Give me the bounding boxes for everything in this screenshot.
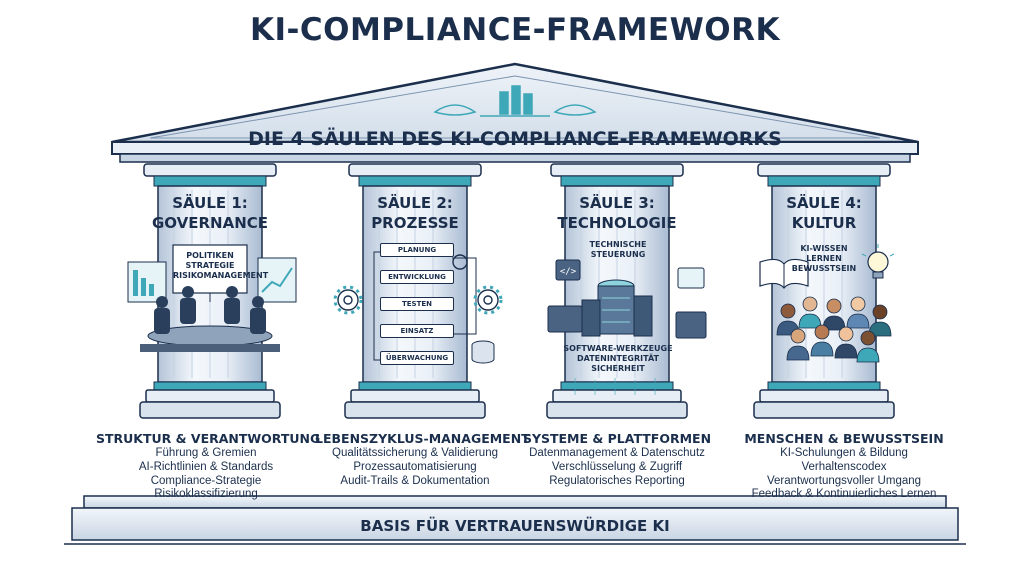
person-icon xyxy=(822,298,846,331)
chart-board-right-icon xyxy=(257,257,297,303)
pillar-4-heading-line1: SÄULE 4: xyxy=(786,194,862,212)
pediment-ornament-icon xyxy=(433,85,597,117)
board-line-1: POLITIKEN xyxy=(186,251,234,260)
pillar-2-heading: SÄULE 2: PROZESSE xyxy=(355,193,475,233)
pillar-4-column-title: MENSCHEN & BEWUSSTSEIN xyxy=(744,431,944,446)
person-icon xyxy=(856,330,880,363)
server-rack-icon xyxy=(581,279,653,337)
foundation xyxy=(64,495,966,545)
technology-top-line-2: STEUERUNG xyxy=(590,250,646,259)
pillar-1-item: AI-Richtlinien & Standards xyxy=(138,460,274,473)
pillar-3-item: Regulatorisches Reporting xyxy=(549,474,685,487)
technology-top-label: TECHNISCHE STEUERUNG xyxy=(576,240,660,260)
foundation-label: BASIS FÜR VERTRAUENSWÜRDIGE KI xyxy=(360,517,670,535)
svg-text:</>: </> xyxy=(560,267,577,277)
technology-bottom-line-1: SOFTWARE-WERKZEUGE xyxy=(563,344,673,353)
gear-left-icon xyxy=(337,289,359,311)
culture-people-illustration xyxy=(759,244,895,363)
open-book-icon xyxy=(759,258,809,289)
pillar-1-description: STRUKTUR & VERANTWORTUNG Führung & Gremi… xyxy=(96,430,321,502)
pillar-3-heading: SÄULE 3: TECHNOLOGIE xyxy=(557,193,677,233)
culture-top-line-1: KI-WISSEN xyxy=(800,244,848,253)
main-title: KI-COMPLIANCE-FRAMEWORK xyxy=(249,12,781,48)
pillar-1-heading-line2: GOVERNANCE xyxy=(151,214,269,232)
process-flow-illustration xyxy=(333,251,503,364)
pillar-1-heading: SÄULE 1: GOVERNANCE xyxy=(150,193,270,233)
pillar-3-column-title: SYSTEME & PLATTFORMEN xyxy=(522,431,712,446)
database-icon xyxy=(471,340,495,364)
person-icon xyxy=(846,296,870,329)
person-icon xyxy=(798,296,822,329)
pillar-4-item: Verantwortungsvoller Umgang xyxy=(766,474,922,487)
governance-meeting-illustration xyxy=(127,244,297,352)
pediment xyxy=(111,62,919,163)
pillar-4-item: KI-Schulungen & Bildung xyxy=(780,447,908,459)
pillar-3-heading-line1: SÄULE 3: xyxy=(579,194,655,212)
flow-step-planung: PLANUNG xyxy=(380,243,454,257)
person-icon xyxy=(868,304,892,337)
technology-bottom-line-2: DATENINTEGRITÄT xyxy=(577,354,659,363)
pillar-1-item: Führung & Gremien xyxy=(155,447,257,459)
technology-top-line-1: TECHNISCHE xyxy=(589,240,647,249)
pillar-1-item: Risikoklassifizierung xyxy=(154,488,258,501)
pillar-1-column-title: STRUKTUR & VERANTWORTUNG xyxy=(96,431,321,446)
governance-board: POLITIKEN STRATEGIE RISIKOMANAGEMENT xyxy=(173,251,269,281)
pillar-3-description: SYSTEME & PLATTFORMEN Datenmanagement & … xyxy=(521,430,713,488)
technology-bottom-label: SOFTWARE-WERKZEUGE DATENINTEGRITÄT SICHE… xyxy=(556,344,680,374)
pillar-4-description: MENSCHEN & BEWUSSTSEIN KI-Schulungen & B… xyxy=(738,430,950,502)
lightbulb-icon xyxy=(861,244,895,279)
technology-servers-illustration: </> xyxy=(547,259,707,395)
pillar-2-heading-line1: SÄULE 2: xyxy=(377,194,453,212)
pillar-2-item: Prozessautomatisierung xyxy=(353,460,477,473)
pillar-2-heading-line2: PROZESSE xyxy=(371,214,459,232)
pillar-2-column-title: LEBENSZYKLUS-MANAGEMENT xyxy=(315,431,530,446)
person-icon xyxy=(810,324,834,357)
person-icon xyxy=(786,328,810,361)
culture-top-line-2: LERNEN xyxy=(806,254,842,263)
pediment-title: DIE 4 SÄULEN DES KI-COMPLIANCE-FRAMEWORK… xyxy=(248,128,782,150)
pillar-2-item: Audit-Trails & Dokumentation xyxy=(340,474,490,487)
pillar-4-heading-line2: KULTUR xyxy=(791,214,857,232)
gear-right-icon xyxy=(477,289,499,311)
flow-step-testen: TESTEN xyxy=(380,297,454,311)
board-line-3: RISIKOMANAGEMENT xyxy=(173,271,269,280)
pillar-4-item: Feedback & Kontinuierliches Lernen xyxy=(751,488,937,501)
pillar-1-item: Compliance-Strategie xyxy=(150,474,262,487)
flow-step-einsatz: EINSATZ xyxy=(380,324,454,338)
pillar-3-item: Datenmanagement & Datenschutz xyxy=(529,447,705,459)
board-line-2: STRATEGIE xyxy=(185,261,235,270)
pillar-1-heading-line1: SÄULE 1: xyxy=(172,194,248,212)
code-window-icon xyxy=(555,259,581,281)
gear-small-icon xyxy=(452,254,468,270)
pillar-2-description: LEBENSZYKLUS-MANAGEMENT Qualitätssicheru… xyxy=(315,430,530,488)
person-icon xyxy=(834,326,858,359)
pillar-4-heading: SÄULE 4: KULTUR xyxy=(764,193,884,233)
pillar-2-item: Qualitätssicherung & Validierung xyxy=(332,447,498,459)
culture-top-line-3: BEWUSSTSEIN xyxy=(791,264,857,273)
pillar-3-heading-line2: TECHNOLOGIE xyxy=(557,214,677,232)
pillar-4-item: Verhaltenscodex xyxy=(801,460,887,473)
pillar-3-item: Verschlüsselung & Zugriff xyxy=(551,460,683,473)
technology-bottom-line-3: SICHERHEIT xyxy=(591,364,645,373)
culture-top-label: KI-WISSEN LERNEN BEWUSSTSEIN xyxy=(784,244,864,274)
pillar-2 xyxy=(344,163,486,419)
flow-step-ueberwachung: ÜBERWACHUNG xyxy=(380,351,454,365)
flow-step-entwicklung: ENTWICKLUNG xyxy=(380,270,454,284)
